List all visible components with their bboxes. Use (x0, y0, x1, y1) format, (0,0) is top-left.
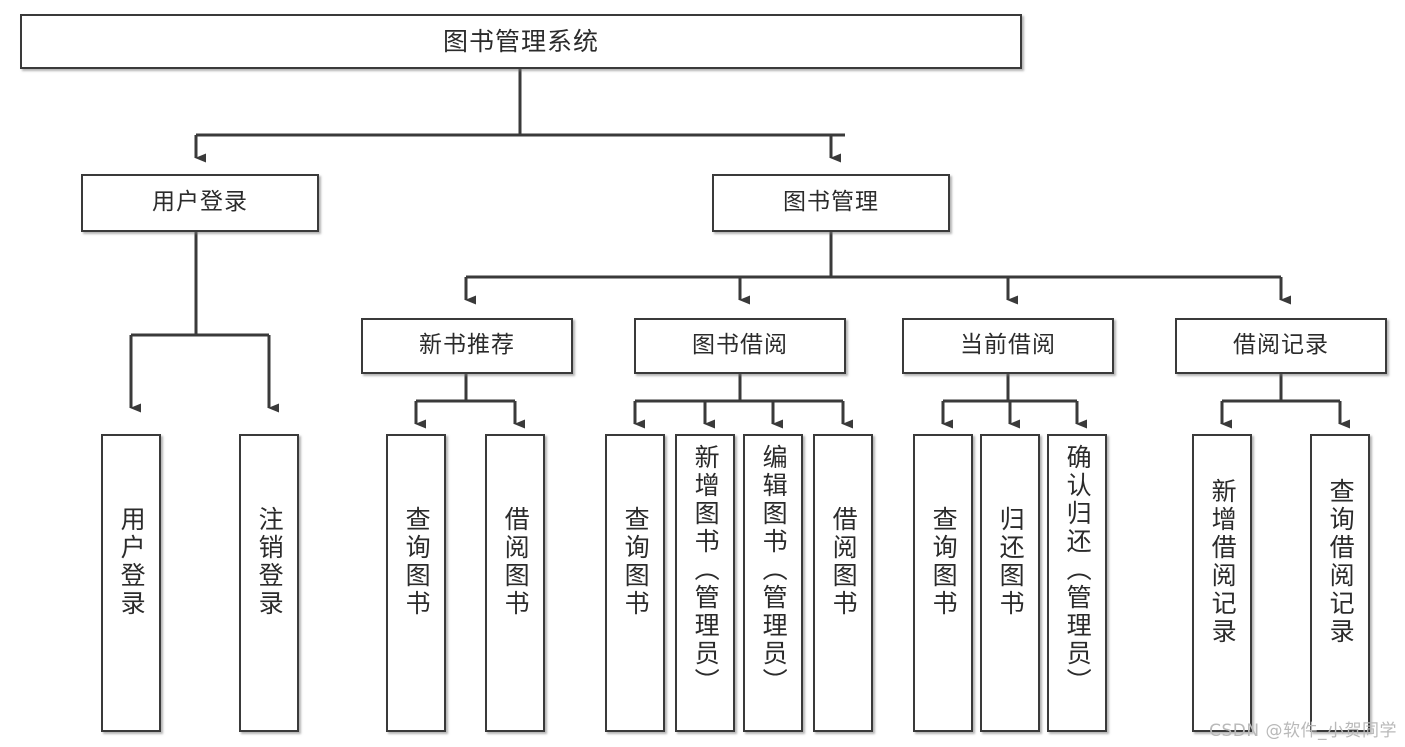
node-label: 编辑图书（管理员） (759, 444, 789, 696)
node-leaf-return-book[interactable]: 归还图书 (980, 434, 1040, 732)
node-label: 当前借阅 (960, 332, 1056, 359)
node-label: 新增图书（管理员） (691, 444, 721, 696)
node-label: 注销登录 (255, 506, 285, 618)
node-label: 查询图书 (929, 506, 959, 618)
node-label: 归还图书 (996, 506, 1026, 618)
node-book-management[interactable]: 图书管理 (712, 174, 950, 232)
node-label: 查询借阅记录 (1326, 478, 1356, 646)
csdn-watermark: CSDN @软件_小贺同学 (1209, 721, 1397, 741)
node-leaf-query-book-3[interactable]: 查询图书 (913, 434, 973, 732)
node-borrow-record[interactable]: 借阅记录 (1175, 318, 1387, 374)
node-leaf-edit-book[interactable]: 编辑图书（管理员） (743, 434, 803, 732)
node-leaf-query-record[interactable]: 查询借阅记录 (1310, 434, 1370, 732)
node-label: 查询图书 (621, 506, 651, 618)
node-leaf-add-book[interactable]: 新增图书（管理员） (675, 434, 735, 732)
node-leaf-user-login[interactable]: 用户登录 (101, 434, 161, 732)
node-label: 确认归还（管理员） (1063, 444, 1093, 696)
node-new-book-recommend[interactable]: 新书推荐 (361, 318, 573, 374)
node-leaf-borrow-book-2[interactable]: 借阅图书 (813, 434, 873, 732)
node-leaf-logout-login[interactable]: 注销登录 (239, 434, 299, 732)
node-current-borrow[interactable]: 当前借阅 (902, 318, 1114, 374)
node-user-login[interactable]: 用户登录 (81, 174, 319, 232)
node-label: 借阅图书 (829, 506, 859, 618)
node-label: 新书推荐 (419, 332, 515, 359)
node-leaf-query-book-2[interactable]: 查询图书 (605, 434, 665, 732)
node-label: 图书管理系统 (442, 26, 599, 56)
node-label: 新增借阅记录 (1208, 478, 1238, 646)
node-leaf-add-record[interactable]: 新增借阅记录 (1192, 434, 1252, 732)
node-label: 查询图书 (402, 506, 432, 618)
node-leaf-confirm-return[interactable]: 确认归还（管理员） (1047, 434, 1107, 732)
node-label: 用户登录 (152, 189, 248, 216)
node-leaf-borrow-book-1[interactable]: 借阅图书 (485, 434, 545, 732)
node-label: 借阅图书 (501, 506, 531, 618)
node-leaf-query-book-1[interactable]: 查询图书 (386, 434, 446, 732)
node-root-system[interactable]: 图书管理系统 (20, 14, 1022, 69)
node-label: 图书借阅 (692, 332, 788, 359)
node-label: 图书管理 (783, 189, 879, 216)
node-label: 借阅记录 (1233, 332, 1329, 359)
node-label: 用户登录 (117, 506, 147, 618)
node-book-borrow[interactable]: 图书借阅 (634, 318, 846, 374)
